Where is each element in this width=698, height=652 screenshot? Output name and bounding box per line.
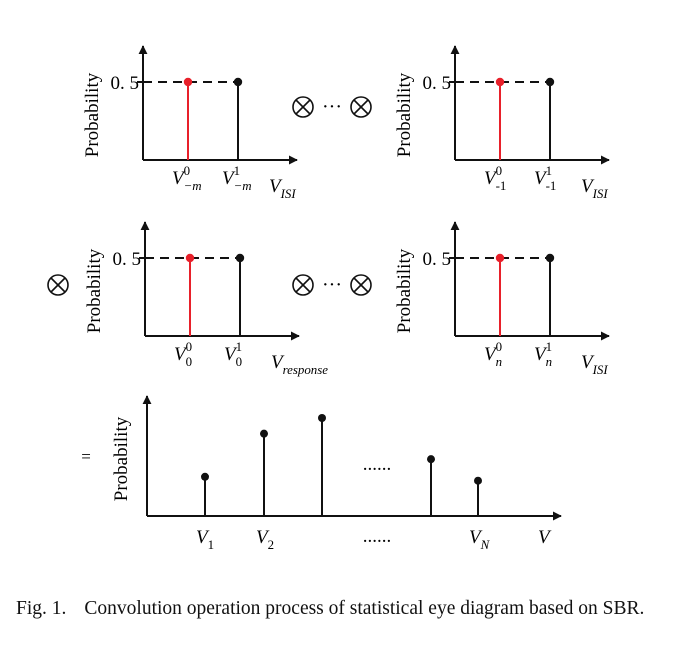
stem-label-1: V1−m <box>222 163 252 193</box>
convolve-symbol-5 <box>350 274 372 296</box>
result-ellipsis-lower: ...... <box>363 526 392 547</box>
stem-label-1: V1-1 <box>534 163 556 193</box>
tick-label-0-5: 0. 5 <box>113 249 142 270</box>
otimes-cross-b <box>295 277 311 293</box>
caption-label: Fig. 1. <box>16 598 67 619</box>
stem-label-0: V0−m <box>172 163 202 193</box>
result-point-2 <box>318 414 326 422</box>
x-axis-label: Vresponse <box>271 352 328 377</box>
tick-label-0-5: 0. 5 <box>111 73 140 94</box>
convolve-symbol-4 <box>292 274 314 296</box>
x-axis-label: VISI <box>581 176 608 201</box>
figure-caption: Fig. 1. Convolution operation process of … <box>16 597 668 620</box>
result-tick-label-0: V1 <box>196 527 214 552</box>
stem-point-1 <box>545 77 555 87</box>
otimes-circle <box>292 274 314 296</box>
dots-1: ··· <box>322 96 342 118</box>
stem-point-0 <box>185 253 195 263</box>
otimes-circle <box>350 274 372 296</box>
panel-panel-m: Probability 0. 5 V0−m V1−m VISI <box>82 45 298 201</box>
tick-label-0-5: 0. 5 <box>423 73 452 94</box>
stem-point-1 <box>235 253 245 263</box>
result-point-4 <box>474 476 482 485</box>
x-axis-label: VISI <box>269 176 296 201</box>
y-axis-label: Probability <box>394 72 415 157</box>
otimes-circle <box>292 96 314 118</box>
x-axis-label: VISI <box>581 352 608 377</box>
convolve-symbol-3 <box>47 274 69 296</box>
caption-text: Convolution operation process of statist… <box>84 598 645 619</box>
panel-panel-minus1: Probability 0. 5 V0-1 V1-1 VISI <box>394 45 610 201</box>
stem-point-0 <box>495 253 505 263</box>
otimes-cross-b <box>353 277 369 293</box>
result-point-0 <box>201 472 209 481</box>
stem-label-0: V0-1 <box>484 163 506 193</box>
otimes-cross-b <box>50 277 66 293</box>
convolve-symbol-1 <box>292 96 314 118</box>
y-axis-label: Probability <box>84 248 105 333</box>
stem-point-1 <box>233 77 243 87</box>
dots-2: ··· <box>322 274 342 296</box>
result-y-axis-label: Probability <box>111 416 132 501</box>
otimes-circle <box>47 274 69 296</box>
result-ellipsis-upper: ...... <box>363 454 392 475</box>
result-x-axis-label: V <box>538 527 552 548</box>
otimes-circle <box>350 96 372 118</box>
stem-point-0 <box>183 77 193 87</box>
stem-point-1 <box>545 253 555 263</box>
result-tick-label-2: VN <box>469 527 491 552</box>
equals-sign: = <box>81 447 91 466</box>
y-axis-label: Probability <box>394 248 415 333</box>
stem-point-0 <box>495 77 505 87</box>
otimes-cross-b <box>295 99 311 115</box>
convolve-symbol-2 <box>350 96 372 118</box>
tick-label-0-5: 0. 5 <box>423 249 452 270</box>
result-point-1 <box>260 429 268 438</box>
otimes-cross-b <box>353 99 369 115</box>
y-axis-label: Probability <box>82 72 103 157</box>
result-tick-label-1: V2 <box>256 527 274 552</box>
result-point-3 <box>427 455 435 464</box>
